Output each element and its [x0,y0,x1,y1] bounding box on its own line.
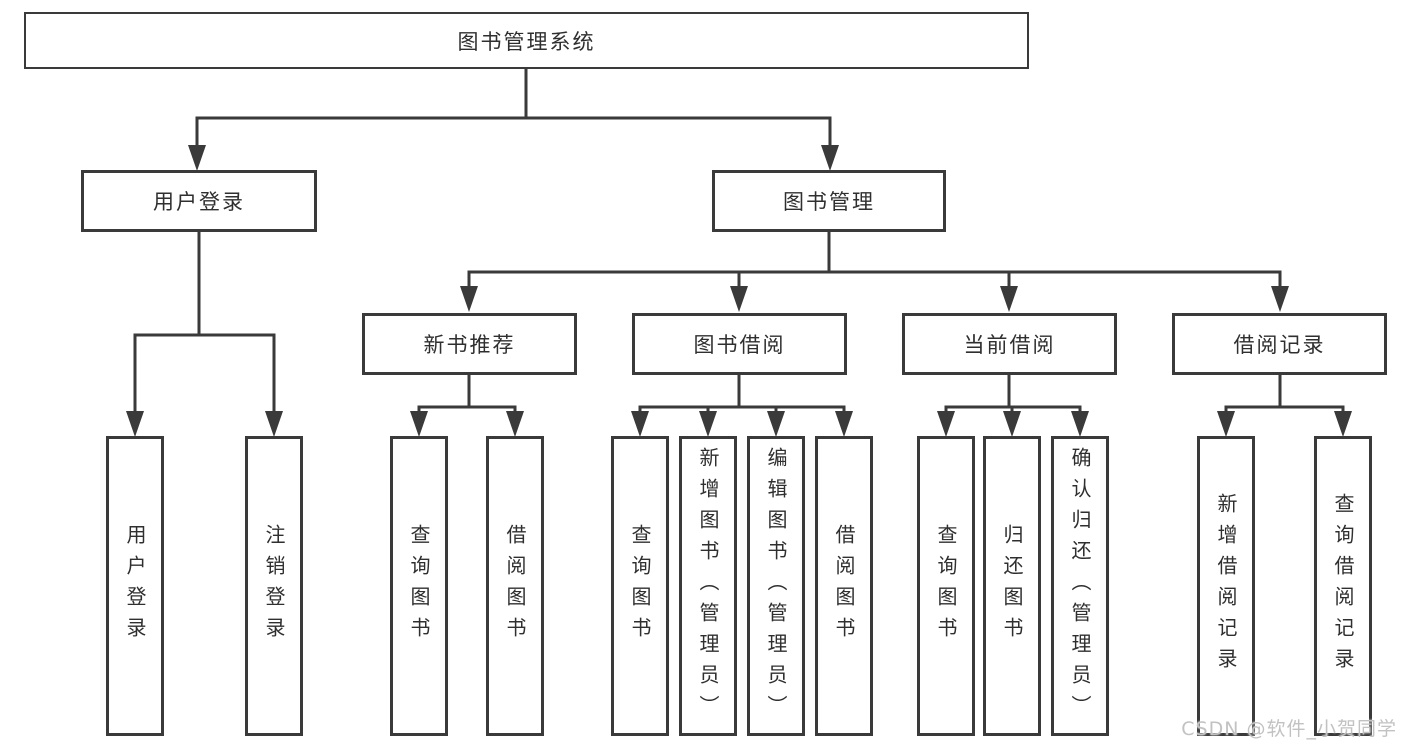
leaf-query-books-recommend: 查询图书 [390,436,448,736]
watermark-text: CSDN @软件_小贺同学 [1181,718,1397,740]
node-borrow-records: 借阅记录 [1172,313,1387,375]
node-library-management-system: 图书管理系统 [24,12,1029,69]
node-user-login: 用户登录 [81,170,317,232]
leaf-user-login: 用户登录 [106,436,164,736]
leaf-borrow-books: 借阅图书 [815,436,873,736]
arrowheads [126,145,1352,437]
node-new-book-recommend: 新书推荐 [362,313,577,375]
leaf-return-book: 归还图书 [983,436,1041,736]
node-current-borrow: 当前借阅 [902,313,1117,375]
leaf-edit-book-admin: 编辑图书（管理员） [747,436,805,736]
leaf-query-books-current: 查询图书 [917,436,975,736]
node-book-borrow: 图书借阅 [632,313,847,375]
leaf-borrow-books-recommend: 借阅图书 [486,436,544,736]
leaf-logout: 注销登录 [245,436,303,736]
leaf-query-books-borrow: 查询图书 [611,436,669,736]
node-book-management: 图书管理 [712,170,946,232]
leaf-add-borrow-record: 新增借阅记录 [1197,436,1255,736]
leaf-confirm-return-admin: 确认归还（管理员） [1051,436,1109,736]
leaf-add-book-admin: 新增图书（管理员） [679,436,737,736]
leaf-query-borrow-record: 查询借阅记录 [1314,436,1372,736]
